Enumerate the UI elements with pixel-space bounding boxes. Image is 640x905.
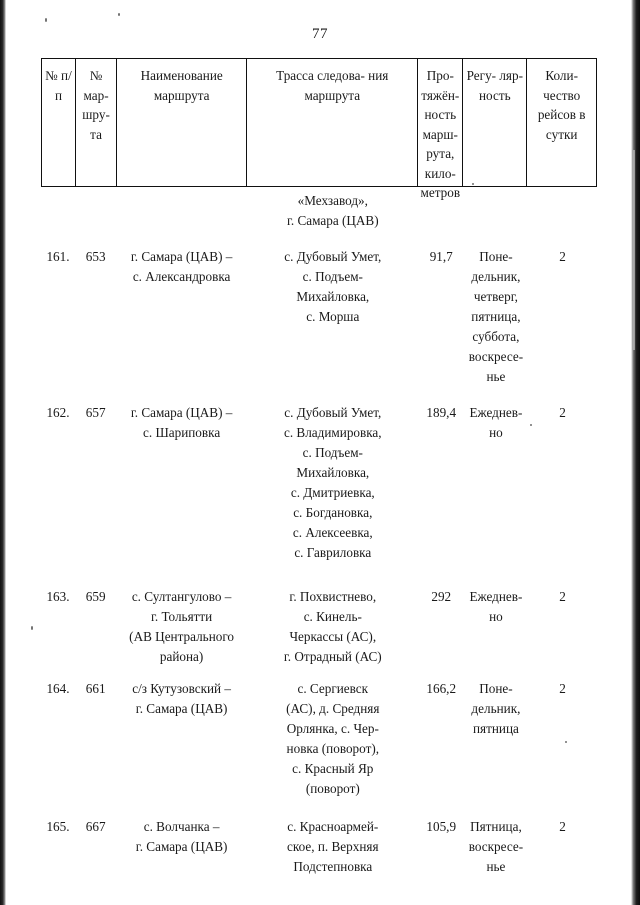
scan-speck — [530, 424, 532, 426]
table-row: 162. 657 г. Самара (ЦАВ) – с. Шариповка … — [41, 387, 597, 563]
cell-length: 292 — [431, 589, 452, 604]
cell-route-path: с. Красноармей- ское, п. Верхняя Подстеп… — [287, 819, 379, 874]
scan-speck — [118, 13, 120, 16]
table-row: 161. 653 г. Самара (ЦАВ) – с. Александро… — [41, 231, 597, 387]
cell-trips: 2 — [559, 249, 566, 264]
column-header-trips: Коли- чество рейсов в сутки — [537, 68, 586, 142]
cell-route-number: 653 — [85, 249, 106, 264]
scan-speck — [45, 18, 47, 22]
cell-trips: 2 — [559, 681, 566, 696]
cell-index: 163. — [46, 589, 70, 604]
cell-regularity: Пятница, воскресе- нье — [468, 819, 524, 874]
table-body: «Мехзавод», г. Самара (ЦАВ) 161. 653 г. … — [41, 187, 597, 877]
cell-route-path: с. Дубовый Умет, с. Владимировка, с. Под… — [283, 405, 382, 560]
cell-index: 165. — [46, 819, 70, 834]
cell-index: 162. — [46, 405, 70, 420]
cell-route-name: с. Волчанка – г. Самара (ЦАВ) — [135, 819, 228, 854]
scan-edge-right — [631, 0, 640, 905]
column-header-length: Про- тяжён- ность марш- рута, кило- метр… — [418, 59, 464, 200]
cell-route-path: «Мехзавод», г. Самара (ЦАВ) — [286, 193, 379, 228]
cell-route-path: с. Сергиевск (АС), д. Средняя Орлянка, с… — [286, 681, 380, 796]
table-row: 163. 659 с. Султангулово – г. Тольятти (… — [41, 563, 597, 667]
cell-route-number: 659 — [85, 589, 106, 604]
cell-regularity: Ежеднев- но — [469, 589, 523, 624]
cell-length: 91,7 — [429, 249, 453, 264]
cell-trips: 2 — [559, 819, 566, 834]
cell-route-path: с. Дубовый Умет, с. Подъем- Михайловка, … — [284, 249, 382, 324]
cell-index: 161. — [46, 249, 70, 264]
cell-length: 166,2 — [426, 681, 457, 696]
cell-route-name: г. Самара (ЦАВ) – с. Шариповка — [130, 405, 233, 440]
cell-route-number: 667 — [85, 819, 106, 834]
table-row-continuation: «Мехзавод», г. Самара (ЦАВ) — [41, 187, 597, 231]
cell-route-name: г. Самара (ЦАВ) – с. Александровка — [130, 249, 233, 284]
page-number: 77 — [312, 26, 328, 42]
cell-trips: 2 — [559, 405, 566, 420]
column-header-regularity: Регу- ляр- ность — [463, 59, 528, 186]
column-header-route-path: Трасса следова- ния маршрута — [247, 59, 419, 186]
scan-speck — [565, 741, 567, 743]
scan-edge-left — [0, 0, 6, 905]
cell-index: 164. — [46, 681, 70, 696]
cell-route-name: с/з Кутузовский – г. Самара (ЦАВ) — [132, 681, 231, 716]
cell-regularity: Ежеднев- но — [469, 405, 523, 440]
cell-route-path: г. Похвистнево, с. Кинель- Черкассы (АС)… — [283, 589, 382, 664]
column-header-route-name: Наименование маршрута — [117, 59, 248, 186]
cell-trips: 2 — [559, 589, 566, 604]
table-header: № п/п № мар- шру- та Наименование маршру… — [41, 58, 597, 200]
cell-length: 105,9 — [426, 819, 457, 834]
column-header-index: № п/п — [42, 59, 76, 186]
cell-regularity: Поне- дельник, четверг, пятница, суббота… — [468, 249, 524, 384]
table-row: 164. 661 с/з Кутузовский – г. Самара (ЦА… — [41, 667, 597, 799]
scan-speck — [31, 626, 33, 630]
scan-speck — [472, 183, 474, 185]
cell-route-number: 661 — [85, 681, 106, 696]
cell-route-name: с. Султангулово – г. Тольятти (АВ Центра… — [129, 589, 235, 664]
cell-regularity: Поне- дельник, пятница — [471, 681, 521, 736]
column-header-route-number: № мар- шру- та — [76, 59, 118, 186]
cell-route-number: 657 — [85, 405, 106, 420]
cell-length: 189,4 — [426, 405, 457, 420]
table-row: 165. 667 с. Волчанка – г. Самара (ЦАВ) с… — [41, 799, 597, 877]
